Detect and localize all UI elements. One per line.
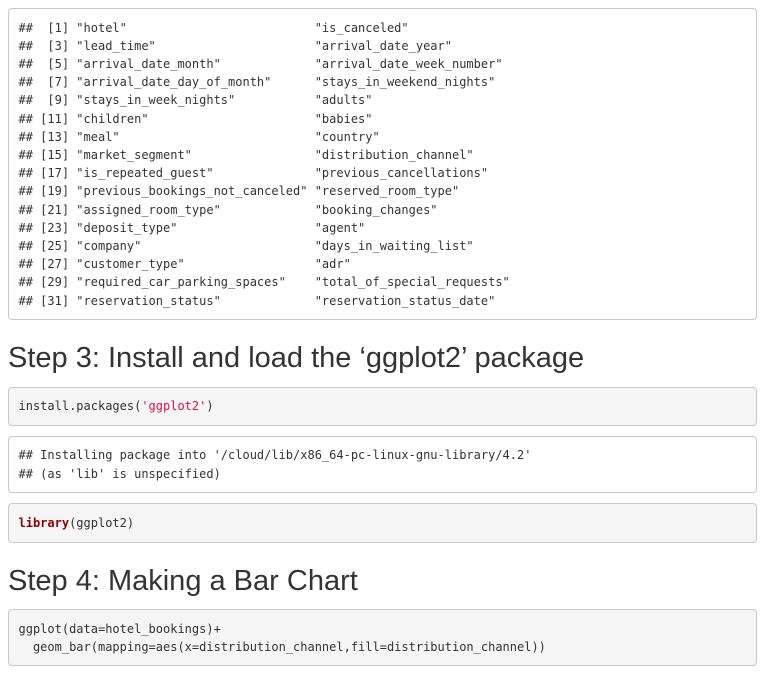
code-chunk-library: library(ggplot2) xyxy=(8,503,757,543)
heading-step-3: Step 3: Install and load the ‘ggplot2’ p… xyxy=(8,342,585,375)
console-output-install-message: ## Installing package into '/cloud/lib/x… xyxy=(8,435,757,494)
console-output-column-names: ## [1] "hotel" "is_canceled" ## [3] "lea… xyxy=(8,8,757,321)
keyword-library: library xyxy=(18,515,70,530)
code-text: install.packages( xyxy=(18,399,142,414)
code-text: (ggplot2) xyxy=(69,515,135,530)
string-literal: 'ggplot2' xyxy=(141,399,207,414)
code-text: ) xyxy=(206,399,214,414)
heading-step-4: Step 4: Making a Bar Chart xyxy=(8,564,358,597)
code-chunk-ggplot-bar-chart: ggplot(data=hotel_bookings)+ geom_bar(ma… xyxy=(8,609,757,667)
code-chunk-install-packages: install.packages('ggplot2') xyxy=(8,386,757,426)
